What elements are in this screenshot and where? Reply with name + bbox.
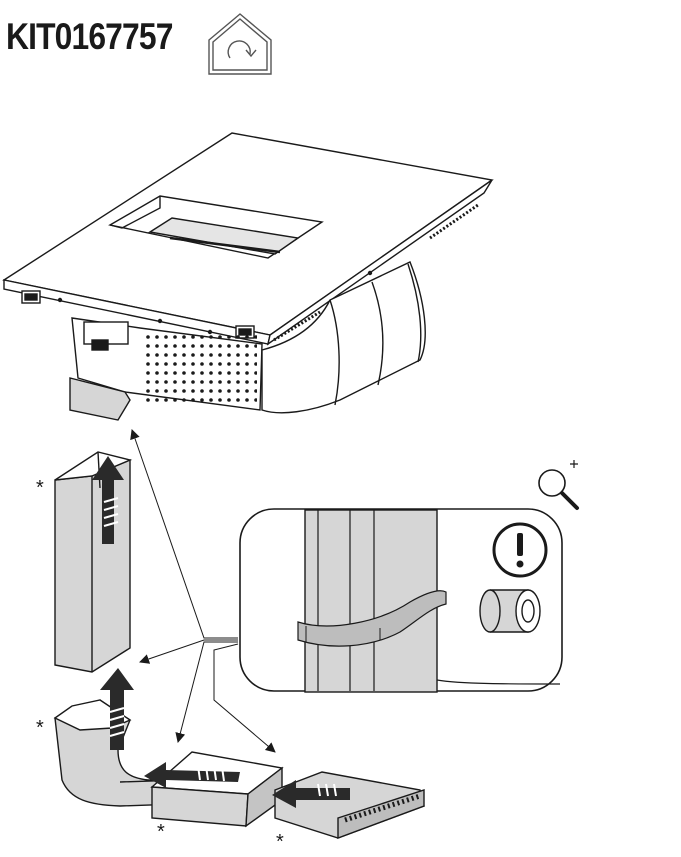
leader-lines bbox=[130, 429, 276, 753]
optional-marker: * bbox=[36, 717, 44, 739]
optional-marker: * bbox=[157, 821, 165, 843]
filter-box-piece bbox=[144, 751, 284, 828]
zoom-in-icon bbox=[538, 460, 579, 510]
elbow-duct-piece bbox=[53, 668, 181, 807]
exclamation-circle-icon bbox=[492, 522, 548, 578]
detail-callout bbox=[239, 508, 563, 693]
house-recirculation-icon bbox=[208, 13, 272, 75]
optional-marker: * bbox=[276, 831, 284, 853]
vertical-duct-piece bbox=[54, 451, 133, 673]
adhesive-tape-roll-icon bbox=[479, 589, 541, 633]
extraction-unit bbox=[69, 261, 426, 421]
kit-code-title: KIT0167757 bbox=[6, 16, 173, 57]
optional-marker: * bbox=[36, 477, 44, 499]
grease-filter-tray bbox=[272, 771, 425, 840]
